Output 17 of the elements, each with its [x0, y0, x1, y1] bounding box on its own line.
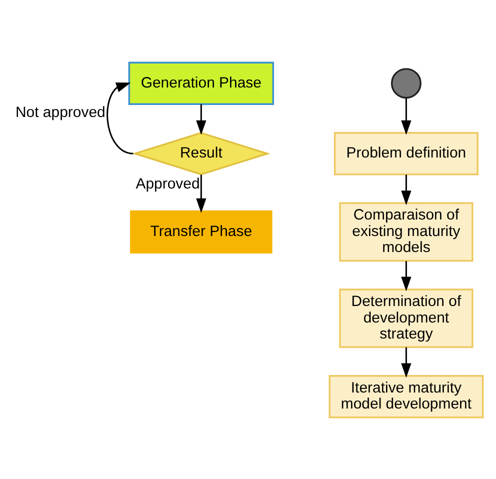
node-box: Iterative maturity model development: [328, 374, 484, 418]
edge-label: Approved: [136, 174, 200, 192]
node-box: Determination of development strategy: [339, 288, 474, 348]
arrow: [401, 97, 412, 134]
arrow: [196, 104, 206, 134]
arrow: [401, 346, 412, 378]
edge-label: Not approved: [15, 103, 106, 120]
node-diamond: Result: [132, 131, 270, 175]
arrow: [401, 174, 412, 205]
node-circle: [390, 68, 422, 98]
node-box: Comparaison of existing maturity models: [339, 202, 474, 262]
node-box: Transfer Phase: [130, 210, 272, 254]
arrow: [196, 174, 206, 212]
node-box: Generation Phase: [128, 61, 274, 104]
arrow: [106, 82, 134, 154]
node-box: Problem definition: [334, 132, 478, 175]
arrow: [401, 260, 412, 291]
